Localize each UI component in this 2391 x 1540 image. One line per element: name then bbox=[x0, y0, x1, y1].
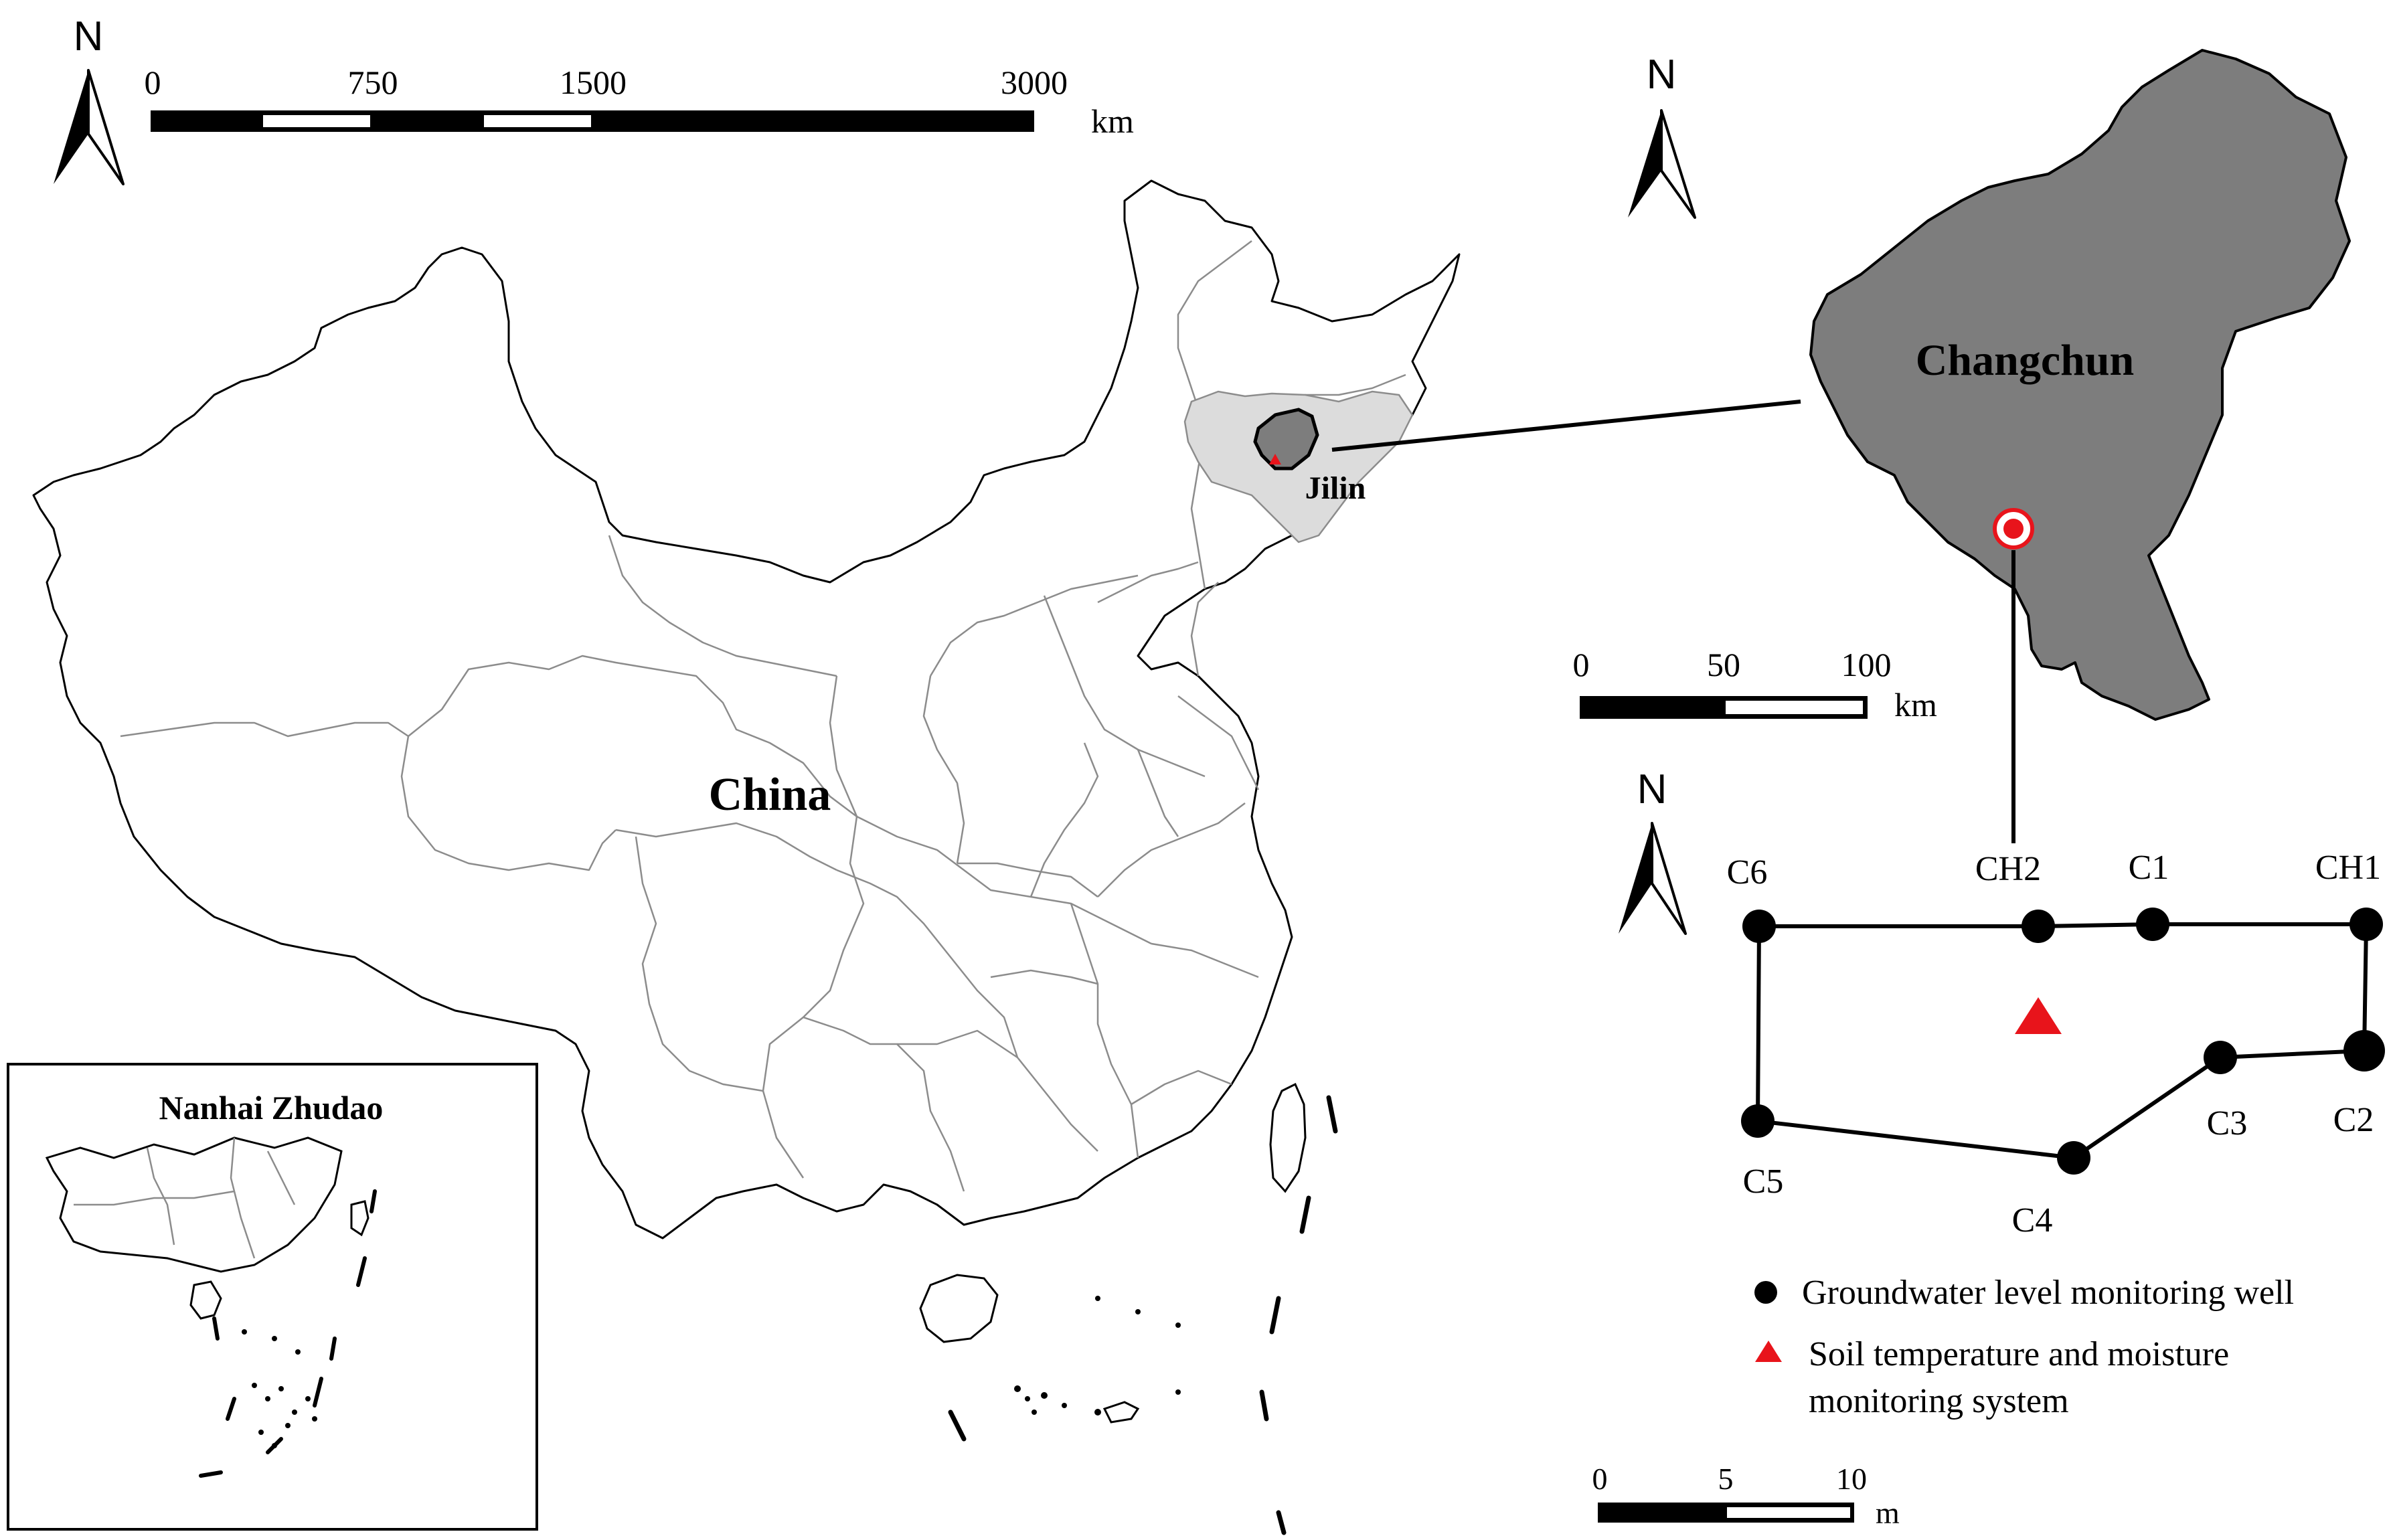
legend-well-text: Groundwater level monitoring well bbox=[1802, 1274, 2294, 1312]
south-sea-islands bbox=[1014, 1296, 1181, 1418]
nanhai-inset: Nanhai Zhudao bbox=[7, 1063, 538, 1531]
scale-bar-site: 0 5 10 m bbox=[1592, 1462, 1900, 1530]
scale-bar-national: 0 750 1500 3000 km bbox=[145, 64, 1135, 140]
province-boundaries bbox=[120, 240, 1406, 1192]
north-arrow-site: N bbox=[1619, 766, 1687, 935]
well-c5 bbox=[1741, 1104, 1775, 1138]
scale-tick-750: 750 bbox=[348, 64, 398, 101]
well-c3 bbox=[2204, 1041, 2237, 1074]
city-scale-unit: km bbox=[1894, 686, 1937, 723]
country-label: China bbox=[709, 769, 831, 821]
north-arrow-national: N bbox=[54, 13, 125, 185]
site-location-marker bbox=[1993, 508, 2034, 549]
site-plan: N C6 CH2 C1 CH1 C2 C3 C4 C5 bbox=[1592, 766, 2385, 1530]
city-label: Changchun bbox=[1916, 336, 2135, 385]
well-c2 bbox=[2343, 1030, 2385, 1072]
connector-line bbox=[1331, 400, 1801, 452]
city-north-label: N bbox=[1647, 52, 1677, 98]
changchun-small bbox=[1253, 408, 1319, 470]
well-ch1 bbox=[2349, 908, 2383, 941]
national-map: China Jilin N 0 750 1500 3000 km bbox=[32, 13, 1801, 1535]
taiwan-island bbox=[1269, 1082, 1307, 1193]
scale-bar-city: 0 50 100 km bbox=[1573, 646, 1938, 723]
city-map: Changchun N 0 50 100 km bbox=[1573, 49, 2351, 843]
changchun-site-marker-small bbox=[1269, 454, 1281, 464]
well-c4 bbox=[2057, 1141, 2090, 1175]
well-ch2 bbox=[2022, 910, 2055, 943]
well-label-c1: C1 bbox=[2129, 849, 2169, 887]
legend-well-symbol bbox=[1754, 1281, 1777, 1304]
north-arrow-city: N bbox=[1628, 52, 1696, 219]
site-scale-tick-5: 5 bbox=[1718, 1462, 1734, 1496]
site-scale-tick-10: 10 bbox=[1836, 1462, 1867, 1496]
well-c1 bbox=[2136, 908, 2169, 941]
legend: Groundwater level monitoring well Soil t… bbox=[1754, 1274, 2294, 1420]
well-label-c2: C2 bbox=[2333, 1101, 2374, 1139]
city-scale-tick-50: 50 bbox=[1707, 646, 1740, 683]
legend-soil-text-1: Soil temperature and moisture bbox=[1809, 1335, 2229, 1373]
legend-soil-symbol bbox=[1755, 1341, 1782, 1362]
changchun-city bbox=[1809, 49, 2351, 721]
well-c6 bbox=[1742, 910, 1776, 943]
jilin-province bbox=[1183, 390, 1414, 543]
inset-title: Nanhai Zhudao bbox=[159, 1089, 384, 1126]
scale-tick-3000: 3000 bbox=[1001, 64, 1068, 101]
well-label-c5: C5 bbox=[1743, 1163, 1784, 1201]
province-label: Jilin bbox=[1305, 470, 1366, 506]
well-label-ch2: CH2 bbox=[1975, 850, 2041, 888]
scale-tick-0: 0 bbox=[145, 64, 161, 101]
site-scale-unit: m bbox=[1876, 1496, 1900, 1530]
north-label: N bbox=[74, 13, 104, 60]
city-scale-tick-100: 100 bbox=[1841, 646, 1892, 683]
dash-line-segments bbox=[948, 1095, 1338, 1535]
well-label-ch1: CH1 bbox=[2315, 849, 2381, 887]
site-north-label: N bbox=[1637, 766, 1667, 812]
legend-soil-text-2: monitoring system bbox=[1809, 1382, 2069, 1420]
well-label-c3: C3 bbox=[2207, 1104, 2248, 1142]
city-scale-tick-0: 0 bbox=[1573, 646, 1590, 683]
hainan-island bbox=[919, 1274, 999, 1343]
well-label-c6: C6 bbox=[1727, 853, 1768, 891]
scale-unit: km bbox=[1091, 102, 1134, 140]
well-labels: C6 CH2 C1 CH1 C2 C3 C4 C5 bbox=[1727, 849, 2381, 1239]
soil-monitoring-system bbox=[2015, 997, 2062, 1034]
well-label-c4: C4 bbox=[2012, 1201, 2053, 1239]
scale-tick-1500: 1500 bbox=[560, 64, 627, 101]
site-scale-tick-0: 0 bbox=[1592, 1462, 1608, 1496]
monitoring-wells bbox=[1741, 908, 2385, 1175]
site-boundary bbox=[1756, 922, 2368, 1160]
